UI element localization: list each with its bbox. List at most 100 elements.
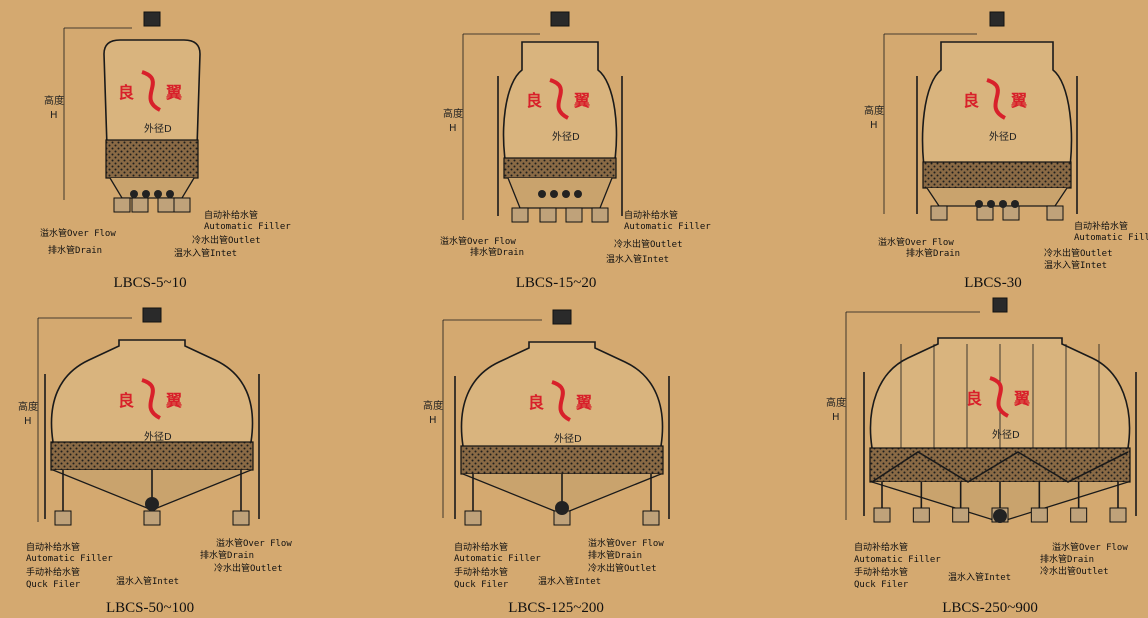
height-label-h: H — [24, 416, 32, 427]
tower-unit-4: 高度H良翼外径D自动补给水管Automatic Filler手动补给水管Quck… — [18, 307, 292, 616]
pipe-port — [142, 190, 150, 198]
callout-label: 溢水管Over Flow — [440, 235, 516, 247]
height-label: 高度 — [826, 396, 846, 409]
support-foot — [1002, 205, 1020, 221]
support-foot — [1046, 205, 1064, 221]
callout-label: 手动补给水管 — [854, 566, 908, 578]
callout-label: Automatic Fille — [1074, 233, 1148, 243]
callout-label: 温水入管Intet — [538, 575, 601, 587]
support-foot — [565, 207, 583, 223]
support-foot — [131, 197, 149, 213]
support-foot — [952, 507, 970, 523]
callout-label: Automatic Filler — [26, 554, 113, 564]
logo-char-left: 良 — [528, 393, 544, 412]
callout-label: 自动补给水管 — [624, 209, 678, 221]
callout-label: 自动补给水管 — [854, 541, 908, 553]
callout-label: 排水管Drain — [1040, 553, 1094, 565]
callout-label: 排水管Drain — [588, 549, 642, 561]
callout-label: 冷水出管Outlet — [1040, 565, 1109, 577]
callout-label: 温水入管Intet — [948, 571, 1011, 583]
support-foot — [642, 510, 660, 526]
callout-label: 排水管Drain — [470, 246, 524, 258]
height-label-h: H — [449, 123, 457, 134]
logo-swoosh-icon — [549, 78, 570, 120]
support-foot — [143, 510, 161, 526]
support-foot — [1109, 507, 1127, 523]
logo-swoosh-icon — [551, 380, 572, 422]
pipe-port — [154, 190, 162, 198]
logo-char-right: 翼 — [1011, 91, 1027, 110]
support-foot — [539, 207, 557, 223]
pipe-port — [574, 190, 582, 198]
logo-char-left: 良 — [963, 91, 979, 110]
support-foot — [1070, 507, 1088, 523]
callout-label: 溢水管Over Flow — [40, 227, 116, 239]
tower-unit-1: 高度H良翼外径D自动补给水管Automatic Filler溢水管Over Fl… — [40, 11, 291, 291]
tower-unit-2: 高度H良翼外径D自动补给水管Automatic Filler溢水管Over Fl… — [440, 11, 711, 291]
fan-motor — [552, 309, 572, 325]
pipe-port — [562, 190, 570, 198]
callout-label: 自动补给水管 — [26, 541, 80, 553]
callout-label: Quck Filer — [26, 580, 81, 590]
diameter-label: 外径D — [989, 130, 1017, 143]
callout-label: 手动补给水管 — [454, 566, 508, 578]
callout-label: 温水入管Intet — [116, 575, 179, 587]
model-title: LBCS-5~10 — [113, 275, 186, 291]
logo-char-left: 良 — [966, 389, 982, 408]
callout-label: 冷水出管Outlet — [588, 562, 657, 574]
callout-label: 冷水出管Outlet — [214, 562, 283, 574]
callout-label: Automatic Filler — [624, 222, 711, 232]
support-foot — [173, 197, 191, 213]
tower-body — [921, 41, 1073, 189]
model-title: LBCS-15~20 — [516, 275, 597, 291]
model-title: LBCS-50~100 — [106, 600, 194, 616]
fan-motor — [992, 297, 1008, 313]
logo-swoosh-icon — [986, 78, 1007, 120]
support-foot — [464, 510, 482, 526]
pipe-port — [975, 200, 983, 208]
support-foot — [157, 197, 175, 213]
fan-motor — [989, 11, 1005, 27]
callout-label: 手动补给水管 — [26, 566, 80, 578]
pipe-port — [993, 509, 1007, 523]
pipe-port — [538, 190, 546, 198]
support-foot — [591, 207, 609, 223]
logo-char-left: 良 — [118, 391, 134, 410]
support-foot — [1030, 507, 1048, 523]
callout-label: 冷水出管Outlet — [614, 238, 683, 250]
callout-label: 排水管Drain — [48, 244, 102, 256]
support-foot — [873, 507, 891, 523]
tower-unit-5: 高度H良翼外径D自动补给水管Automatic Filler手动补给水管Quck… — [423, 309, 670, 616]
logo-char-left: 良 — [526, 91, 542, 110]
support-foot — [976, 205, 994, 221]
fill-media — [922, 161, 1072, 189]
fan-motor — [550, 11, 570, 27]
callout-label: Automatic Filler — [854, 555, 941, 565]
logo-char-right: 翼 — [576, 393, 592, 412]
logo-swoosh-icon — [141, 70, 162, 112]
fill-media — [50, 441, 254, 471]
height-label-h: H — [429, 415, 437, 426]
logo-char-right: 翼 — [166, 83, 182, 102]
callout-label: 溢水管Over Flow — [216, 537, 292, 549]
callout-label: Automatic Filler — [204, 222, 291, 232]
pipe-port — [130, 190, 138, 198]
pipe-port — [987, 200, 995, 208]
callout-label: Quck Filer — [854, 580, 909, 590]
support-foot — [54, 510, 72, 526]
height-label-h: H — [870, 120, 878, 131]
diameter-label: 外径D — [552, 130, 580, 143]
support-foot — [511, 207, 529, 223]
diamond-brace — [871, 451, 1129, 483]
basin — [926, 187, 1068, 207]
diameter-label: 外径D — [144, 122, 172, 135]
callout-label: 溢水管Over Flow — [588, 537, 664, 549]
fill-media — [869, 447, 1131, 483]
basin — [507, 177, 613, 209]
pipe-port — [166, 190, 174, 198]
diameter-label: 外径D — [992, 428, 1020, 441]
model-title: LBCS-125~200 — [508, 600, 604, 616]
height-label-h: H — [50, 110, 58, 121]
height-label-h: H — [832, 412, 840, 423]
